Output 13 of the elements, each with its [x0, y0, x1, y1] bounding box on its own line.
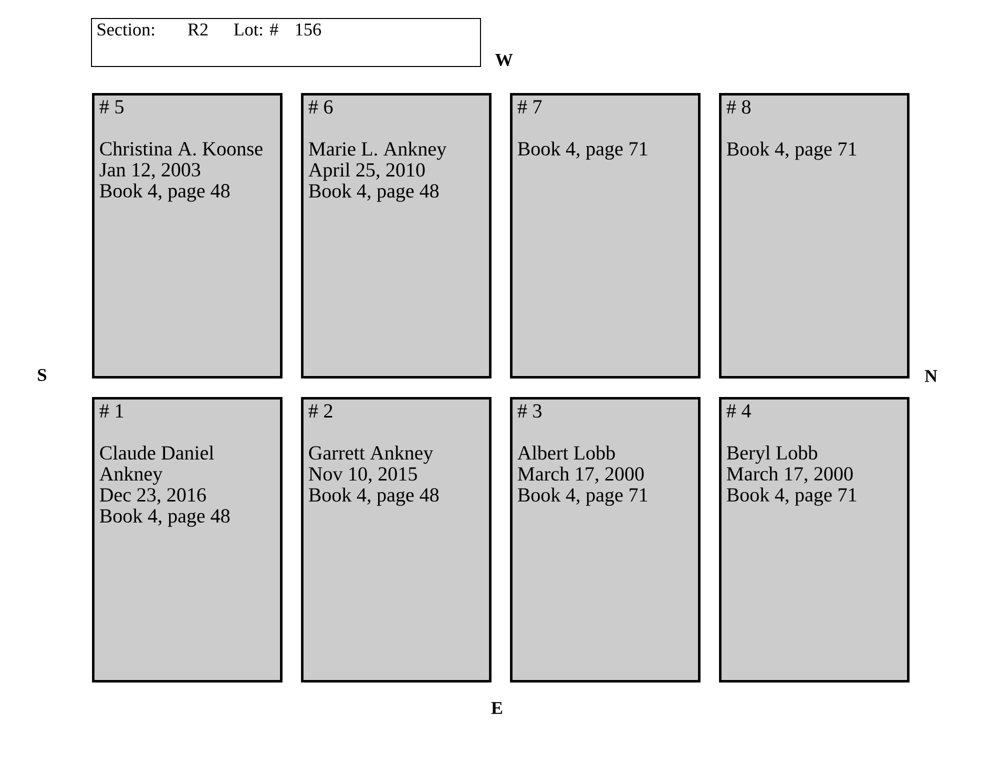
- plot-box: # 5 Christina A. Koonse Jan 12, 2003 Book 4, page 48: [92, 93, 282, 378]
- compass-label: W: [495, 54, 513, 66]
- compass-label: E: [491, 702, 502, 714]
- plot-box: # 2 Garrett Ankney Nov 10, 2015 Book 4, page 48: [301, 397, 492, 682]
- plot-box: # 8 Book 4, page 71: [719, 93, 910, 378]
- plot-box: # 1 Claude Daniel Ankney Dec 23, 2016 Book 4, page 48: [92, 397, 282, 682]
- header-box: Section: R2 Lot: # 156: [91, 18, 481, 67]
- plot-box: # 4 Beryl Lobb March 17, 2000 Book 4, page 71: [719, 397, 910, 682]
- plot-box: # 3 Albert Lobb March 17, 2000 Book 4, page 71: [510, 397, 701, 682]
- compass-label: S: [38, 368, 46, 382]
- plot-box: # 6 Marie L. Ankney April 25, 2010 Book 4, page 48: [301, 93, 492, 378]
- compass-label: N: [924, 370, 938, 382]
- plot-box: # 7 Book 4, page 71: [510, 93, 701, 378]
